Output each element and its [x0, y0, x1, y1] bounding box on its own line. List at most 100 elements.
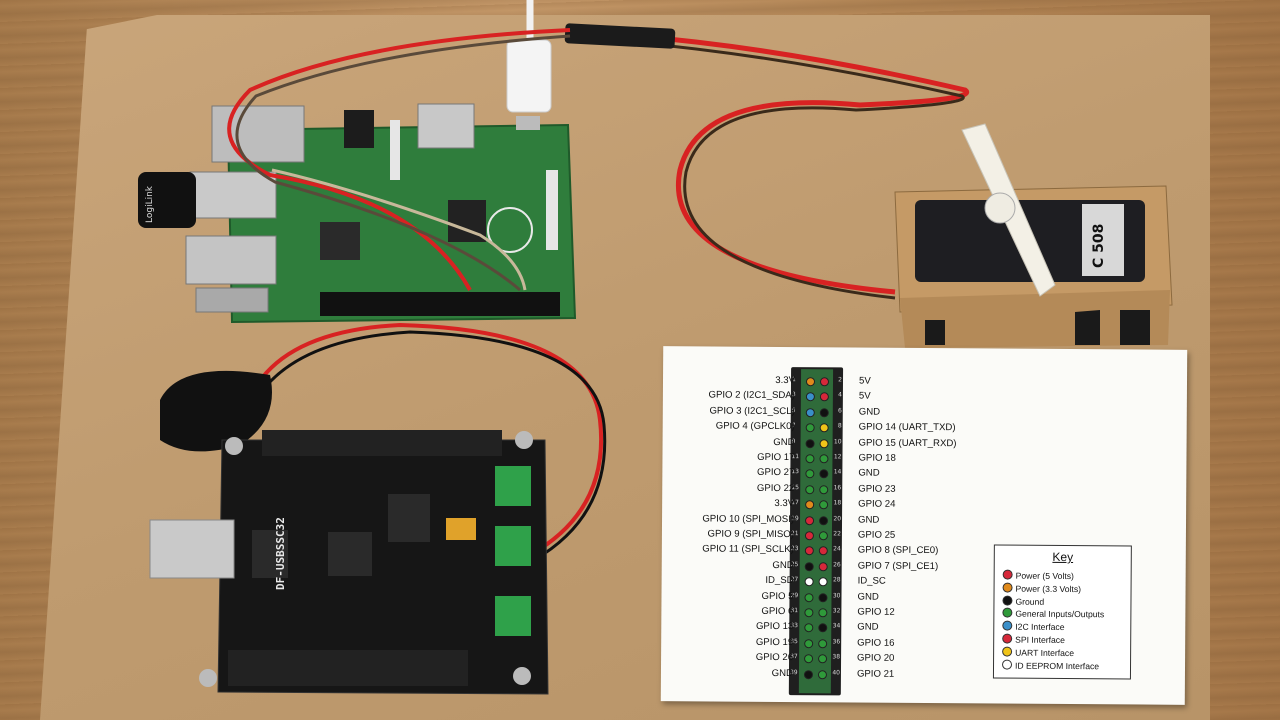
pin-label-left: GPIO 11 (SPI_SCLK)	[702, 543, 794, 556]
key-color-dot	[1002, 620, 1013, 631]
pin-label-right: GPIO 24	[858, 498, 896, 510]
key-item: ID EEPROM Interface	[1001, 659, 1100, 671]
pin-dot	[819, 454, 829, 464]
usb-dongle-brand-label: LogiLink	[145, 185, 155, 223]
key-item: Power (3.3 Volts)	[1002, 582, 1082, 594]
pin-label-left: GND	[772, 559, 794, 571]
pin-dot	[805, 392, 815, 402]
pin-dot	[804, 654, 814, 664]
key-item-label: Ground	[1015, 596, 1045, 607]
pin-label-right: GND	[858, 514, 880, 526]
pin-number: 4	[838, 391, 842, 399]
pin-dot	[819, 423, 829, 433]
key-color-dot	[1002, 646, 1013, 657]
raspberry-pi-board	[185, 103, 577, 324]
pin-label-right: GPIO 15 (UART_RXD)	[858, 437, 957, 449]
pin-dot	[818, 592, 828, 602]
pin-number: 12	[833, 453, 842, 461]
pin-dot	[804, 561, 814, 572]
pin-dot	[819, 392, 829, 402]
pin-dot	[818, 577, 828, 587]
pin-label-left: ID_SD	[765, 575, 794, 587]
key-color-dot	[1001, 659, 1013, 670]
pin-label-left: GPIO 19	[755, 636, 794, 648]
pin-dot	[819, 408, 829, 418]
pin-dot	[819, 377, 830, 387]
pin-dot	[805, 454, 815, 464]
pin-label-left: GPIO 6	[761, 605, 794, 618]
pin-number: 24	[833, 545, 841, 553]
key-color-dot	[1002, 595, 1013, 606]
pin-label-left: GPIO 27	[756, 467, 795, 479]
pin-dot	[804, 638, 814, 649]
key-item-label: SPI Interface	[1015, 634, 1065, 645]
pin-dot	[804, 608, 814, 618]
pin-label-right: 5V	[858, 390, 871, 403]
pin-dot	[819, 500, 829, 510]
pin-label-left: GPIO 5	[761, 590, 794, 602]
pin-dot	[804, 577, 814, 587]
pinout-key: Key Power (5 Volts)Power (3.3 Volts) Grou…	[992, 544, 1132, 680]
pin-dot	[805, 423, 815, 433]
pin-dot	[819, 438, 829, 448]
pin-dot	[818, 608, 828, 618]
pin-label-right: GPIO 18	[858, 452, 896, 464]
controller-board-label: DF-USBSSC32	[274, 517, 287, 590]
pin-dot	[818, 562, 828, 572]
key-color-dot	[1002, 569, 1013, 580]
pin-number: 40	[832, 668, 840, 677]
key-item-label: General Inputs/Outputs	[1015, 609, 1105, 620]
pin-label-left: GPIO 22	[756, 482, 795, 494]
pin-number: 8	[837, 422, 842, 430]
pin-dot	[804, 592, 814, 602]
servo-model-text: C 508	[1091, 224, 1107, 268]
pin-dot	[819, 469, 829, 479]
pin-dot	[818, 654, 828, 664]
pin-dot	[818, 639, 828, 649]
key-item: Ground	[1002, 595, 1044, 606]
servo-controller-board	[149, 430, 549, 695]
pin-label-left: 3.3V	[774, 498, 795, 510]
key-item: SPI Interface	[1002, 633, 1065, 645]
key-title: Key	[1052, 549, 1074, 565]
pin-label-left: GPIO 3 (I2C1_SCL)	[709, 405, 795, 417]
pin-number: 6	[837, 407, 842, 415]
pin-dot	[805, 484, 815, 495]
key-color-dot	[1002, 633, 1013, 644]
pin-number: 14	[833, 468, 842, 476]
pin-number: 10	[833, 437, 842, 446]
pin-label-right: GPIO 25	[857, 529, 896, 541]
pin-label-left: GPIO 13	[755, 621, 794, 633]
pin-number: 36	[832, 638, 841, 646]
key-item-label: ID EEPROM Interface	[1014, 660, 1100, 671]
pin-number: 38	[832, 653, 841, 661]
key-item-label: Power (3.3 Volts)	[1015, 583, 1082, 594]
pin-label-right: GPIO 14 (UART_TXD)	[858, 421, 956, 434]
pin-number: 26	[833, 561, 841, 569]
pin-label-right: 5V	[858, 375, 871, 387]
servo-motor: C 508	[894, 123, 1173, 348]
pin-number: 32	[832, 607, 841, 615]
pin-label-left: GPIO 2 (I2C1_SDA)	[708, 389, 795, 402]
key-item-label: UART Interface	[1015, 647, 1075, 658]
pin-number: 28	[832, 576, 841, 584]
pin-label-left: GPIO 26	[755, 652, 794, 664]
pin-label-left: GPIO 9 (SPI_MISO)	[707, 528, 794, 541]
pin-label-left: GPIO 10 (SPI_MOSI)	[702, 513, 795, 525]
pin-dot	[819, 485, 829, 495]
pin-number: 18	[833, 499, 842, 507]
key-item-label: Power (5 Volts)	[1015, 570, 1074, 582]
pin-dot	[805, 407, 815, 418]
pin-dot	[804, 546, 814, 556]
